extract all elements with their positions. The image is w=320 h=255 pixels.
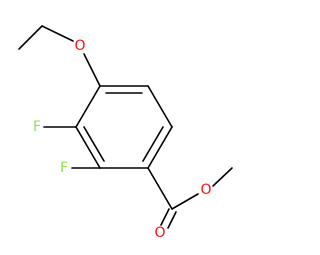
bond-c6-c1-inner bbox=[142, 126, 164, 162]
bond-carbonyl-oester bbox=[171, 193, 199, 210]
bond-c2-c3 bbox=[75, 126, 101, 169]
bond-carbonyl-o-double-a bbox=[160, 208, 170, 226]
bond-c1-carbonyl bbox=[147, 167, 173, 210]
bond-c5-c6 bbox=[147, 85, 173, 128]
bonds bbox=[18, 25, 233, 229]
bond-ch3-ch2 bbox=[18, 25, 43, 50]
structure-canvas: O F F O O bbox=[18, 25, 233, 241]
atom-label-fluorine-2: F bbox=[60, 160, 68, 176]
bond-c2-c3-inner bbox=[83, 126, 105, 162]
atom-label-ester-oxygen: O bbox=[200, 182, 211, 198]
bond-c6-c1 bbox=[147, 126, 173, 169]
atom-label-ether-oxygen: O bbox=[74, 38, 85, 54]
bond-carbonyl-o-double-b bbox=[167, 211, 177, 229]
bond-ch2-o bbox=[41, 25, 74, 42]
bond-c3-c4 bbox=[75, 85, 101, 128]
atom-label-fluorine-3: F bbox=[33, 119, 41, 135]
atom-label-carbonyl-oxygen: O bbox=[154, 225, 165, 241]
atom-labels: O F F O O bbox=[33, 38, 212, 241]
bond-oester-ch3 bbox=[212, 167, 233, 187]
molecule-structure: O F F O O bbox=[18, 25, 233, 241]
bond-o-c4 bbox=[83, 53, 101, 87]
